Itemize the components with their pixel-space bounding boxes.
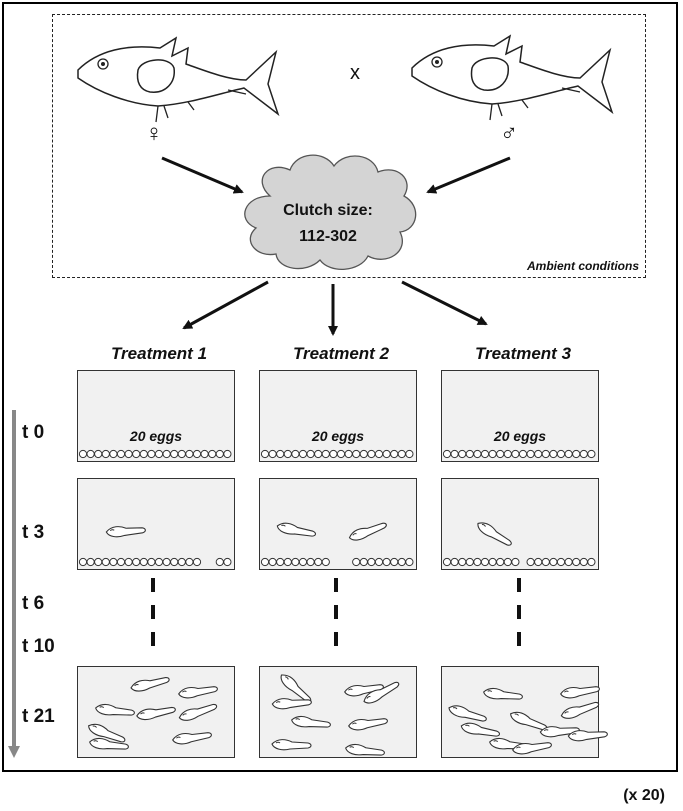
time-gap-dashes — [151, 578, 521, 646]
tank-t3-t3 — [441, 478, 599, 570]
female-to-clutch-arrow — [161, 156, 244, 194]
diagram-frame — [2, 2, 678, 772]
tank-t1-t3 — [77, 478, 235, 570]
arrow-treatment-1 — [182, 280, 269, 330]
clutch-cloud — [244, 154, 417, 271]
tank-t1-t0 — [77, 370, 235, 462]
tank-t2-t3 — [259, 478, 417, 570]
clutch-size-title: Clutch size: — [283, 202, 373, 219]
treatment-1-label: Treatment 1 — [110, 344, 208, 363]
clutch-size-range: 112-302 — [299, 228, 357, 245]
ambient-conditions-label: Ambient conditions — [527, 259, 639, 273]
female-fish-icon — [77, 37, 279, 123]
treatment-2-label: Treatment 2 — [292, 344, 390, 363]
tank-t3-t0 — [441, 370, 599, 462]
eggs-label-treatment-3: 20 eggs — [493, 428, 547, 444]
male-fish-icon — [411, 35, 613, 121]
arrow-treatment-3 — [401, 280, 488, 326]
female-symbol: ♀ — [145, 120, 163, 147]
eggs-label-treatment-2: 20 eggs — [311, 428, 365, 444]
time-label-t3: t 3 — [22, 522, 45, 543]
eggs-label-treatment-1: 20 eggs — [129, 428, 183, 444]
replicate-multiplier: (x 20) — [623, 787, 665, 804]
time-label-t21: t 21 — [22, 706, 55, 727]
tank-t2-t0 — [259, 370, 417, 462]
time-label-t10: t 10 — [22, 636, 55, 657]
treatment-3-label: Treatment 3 — [474, 344, 572, 363]
time-label-t6: t 6 — [22, 593, 45, 614]
tank-t1-t21 — [77, 666, 235, 758]
male-symbol: ♂ — [500, 120, 518, 147]
tank-t2-t21 — [259, 666, 417, 758]
clutch-size-label: Clutch size: 112-302 — [258, 198, 398, 250]
male-to-clutch-arrow — [426, 156, 511, 194]
cross-symbol: x — [350, 62, 360, 84]
tank-t3-t21 — [441, 666, 599, 758]
time-label-t0: t 0 — [22, 422, 45, 443]
ambient-conditions-box — [52, 14, 646, 278]
